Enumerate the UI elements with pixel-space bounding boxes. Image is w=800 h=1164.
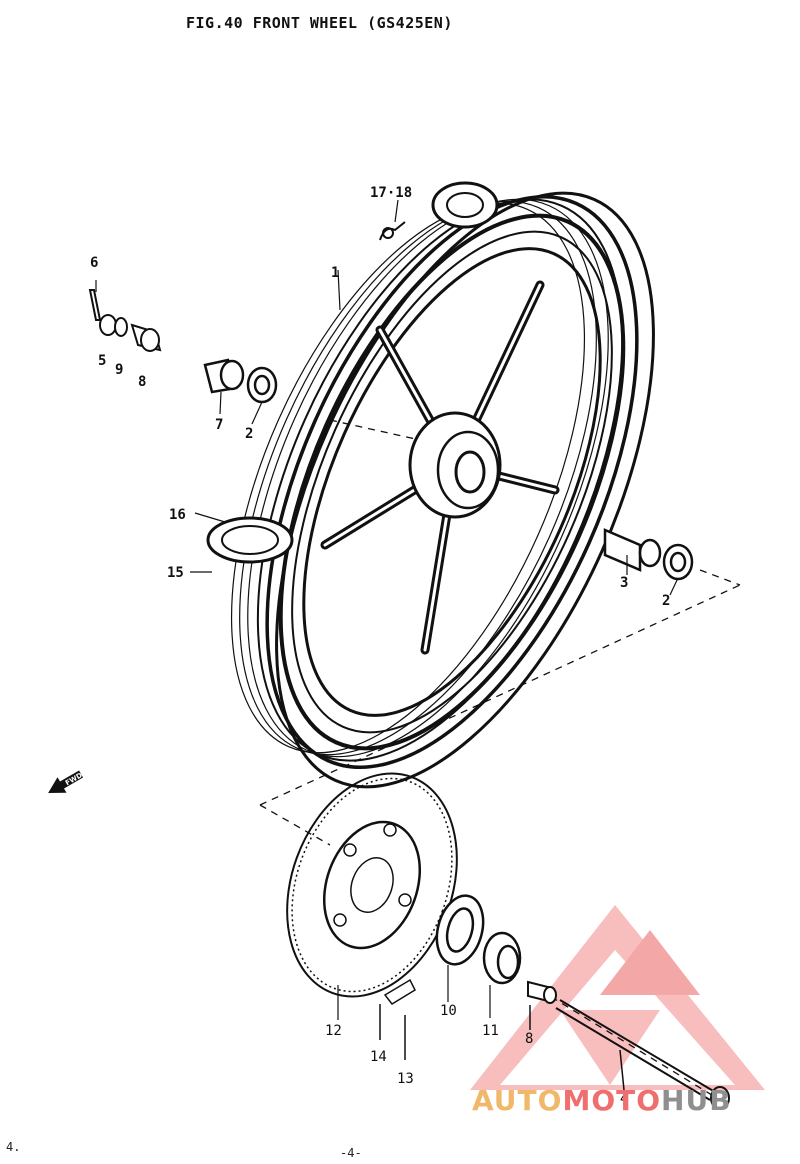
- watermark-text: AUTOMOTOHUB: [472, 1084, 732, 1117]
- part-label-8-lower: 8: [525, 1031, 534, 1047]
- wheel-hub-icon: [408, 411, 502, 519]
- forward-arrow-icon: FWD: [48, 770, 84, 793]
- part-label-3: 3: [620, 575, 629, 591]
- part-label-8-upper: 8: [138, 374, 147, 390]
- axle-cotter-pin-icon: [88, 289, 102, 321]
- tire-icon: [230, 191, 655, 789]
- spacer-small-icon: [527, 980, 557, 1004]
- part-label-1: 1: [331, 265, 340, 281]
- part-label-2-right: 2: [662, 593, 671, 609]
- valve-icon: [379, 221, 406, 241]
- spacer-icon: [130, 323, 162, 352]
- part-label-6: 6: [90, 255, 99, 271]
- part-label-2-left: 2: [245, 426, 254, 442]
- part-label-15: 15: [167, 565, 184, 581]
- watermark-logo-icon: [470, 905, 765, 1090]
- part-label-7: 7: [215, 417, 224, 433]
- tire-cross-section-icon: [206, 181, 499, 564]
- part-label-10: 10: [440, 1003, 457, 1019]
- part-label-5: 5: [98, 353, 107, 369]
- front-axle-icon: [555, 999, 730, 1110]
- part-label-12: 12: [325, 1023, 342, 1039]
- part-label-11: 11: [482, 1023, 499, 1039]
- bearing-left-icon: [203, 358, 278, 404]
- part-label-17-18: 17·18: [370, 185, 413, 201]
- speedometer-gearbox-icon: [482, 931, 522, 985]
- fwd-label: FWD: [64, 771, 84, 787]
- brake-disc-icon: [286, 772, 458, 998]
- axle-nut-icon: [99, 314, 128, 337]
- bearing-right-icon: [603, 528, 694, 581]
- leader-lines: [95, 199, 679, 1020]
- part-label-4: 4: [620, 1091, 629, 1107]
- page-number: -4-: [340, 1146, 362, 1160]
- axle-center-lines: [259, 419, 741, 1101]
- watermark-part-1: AUTO: [472, 1084, 563, 1117]
- part-label-14: 14: [370, 1049, 387, 1065]
- disc-bolts-icon: [379, 978, 625, 1091]
- oil-seal-icon: [435, 894, 485, 966]
- watermark-part-3: HUB: [661, 1084, 732, 1117]
- corner-mark: 4.: [6, 1140, 21, 1154]
- part-label-9: 9: [115, 362, 124, 378]
- part-label-16: 16: [169, 507, 186, 523]
- figure-title: FIG.40 FRONT WHEEL (GS425EN): [186, 14, 453, 32]
- watermark-part-2: MOTO: [562, 1084, 662, 1117]
- part-label-13: 13: [397, 1071, 414, 1087]
